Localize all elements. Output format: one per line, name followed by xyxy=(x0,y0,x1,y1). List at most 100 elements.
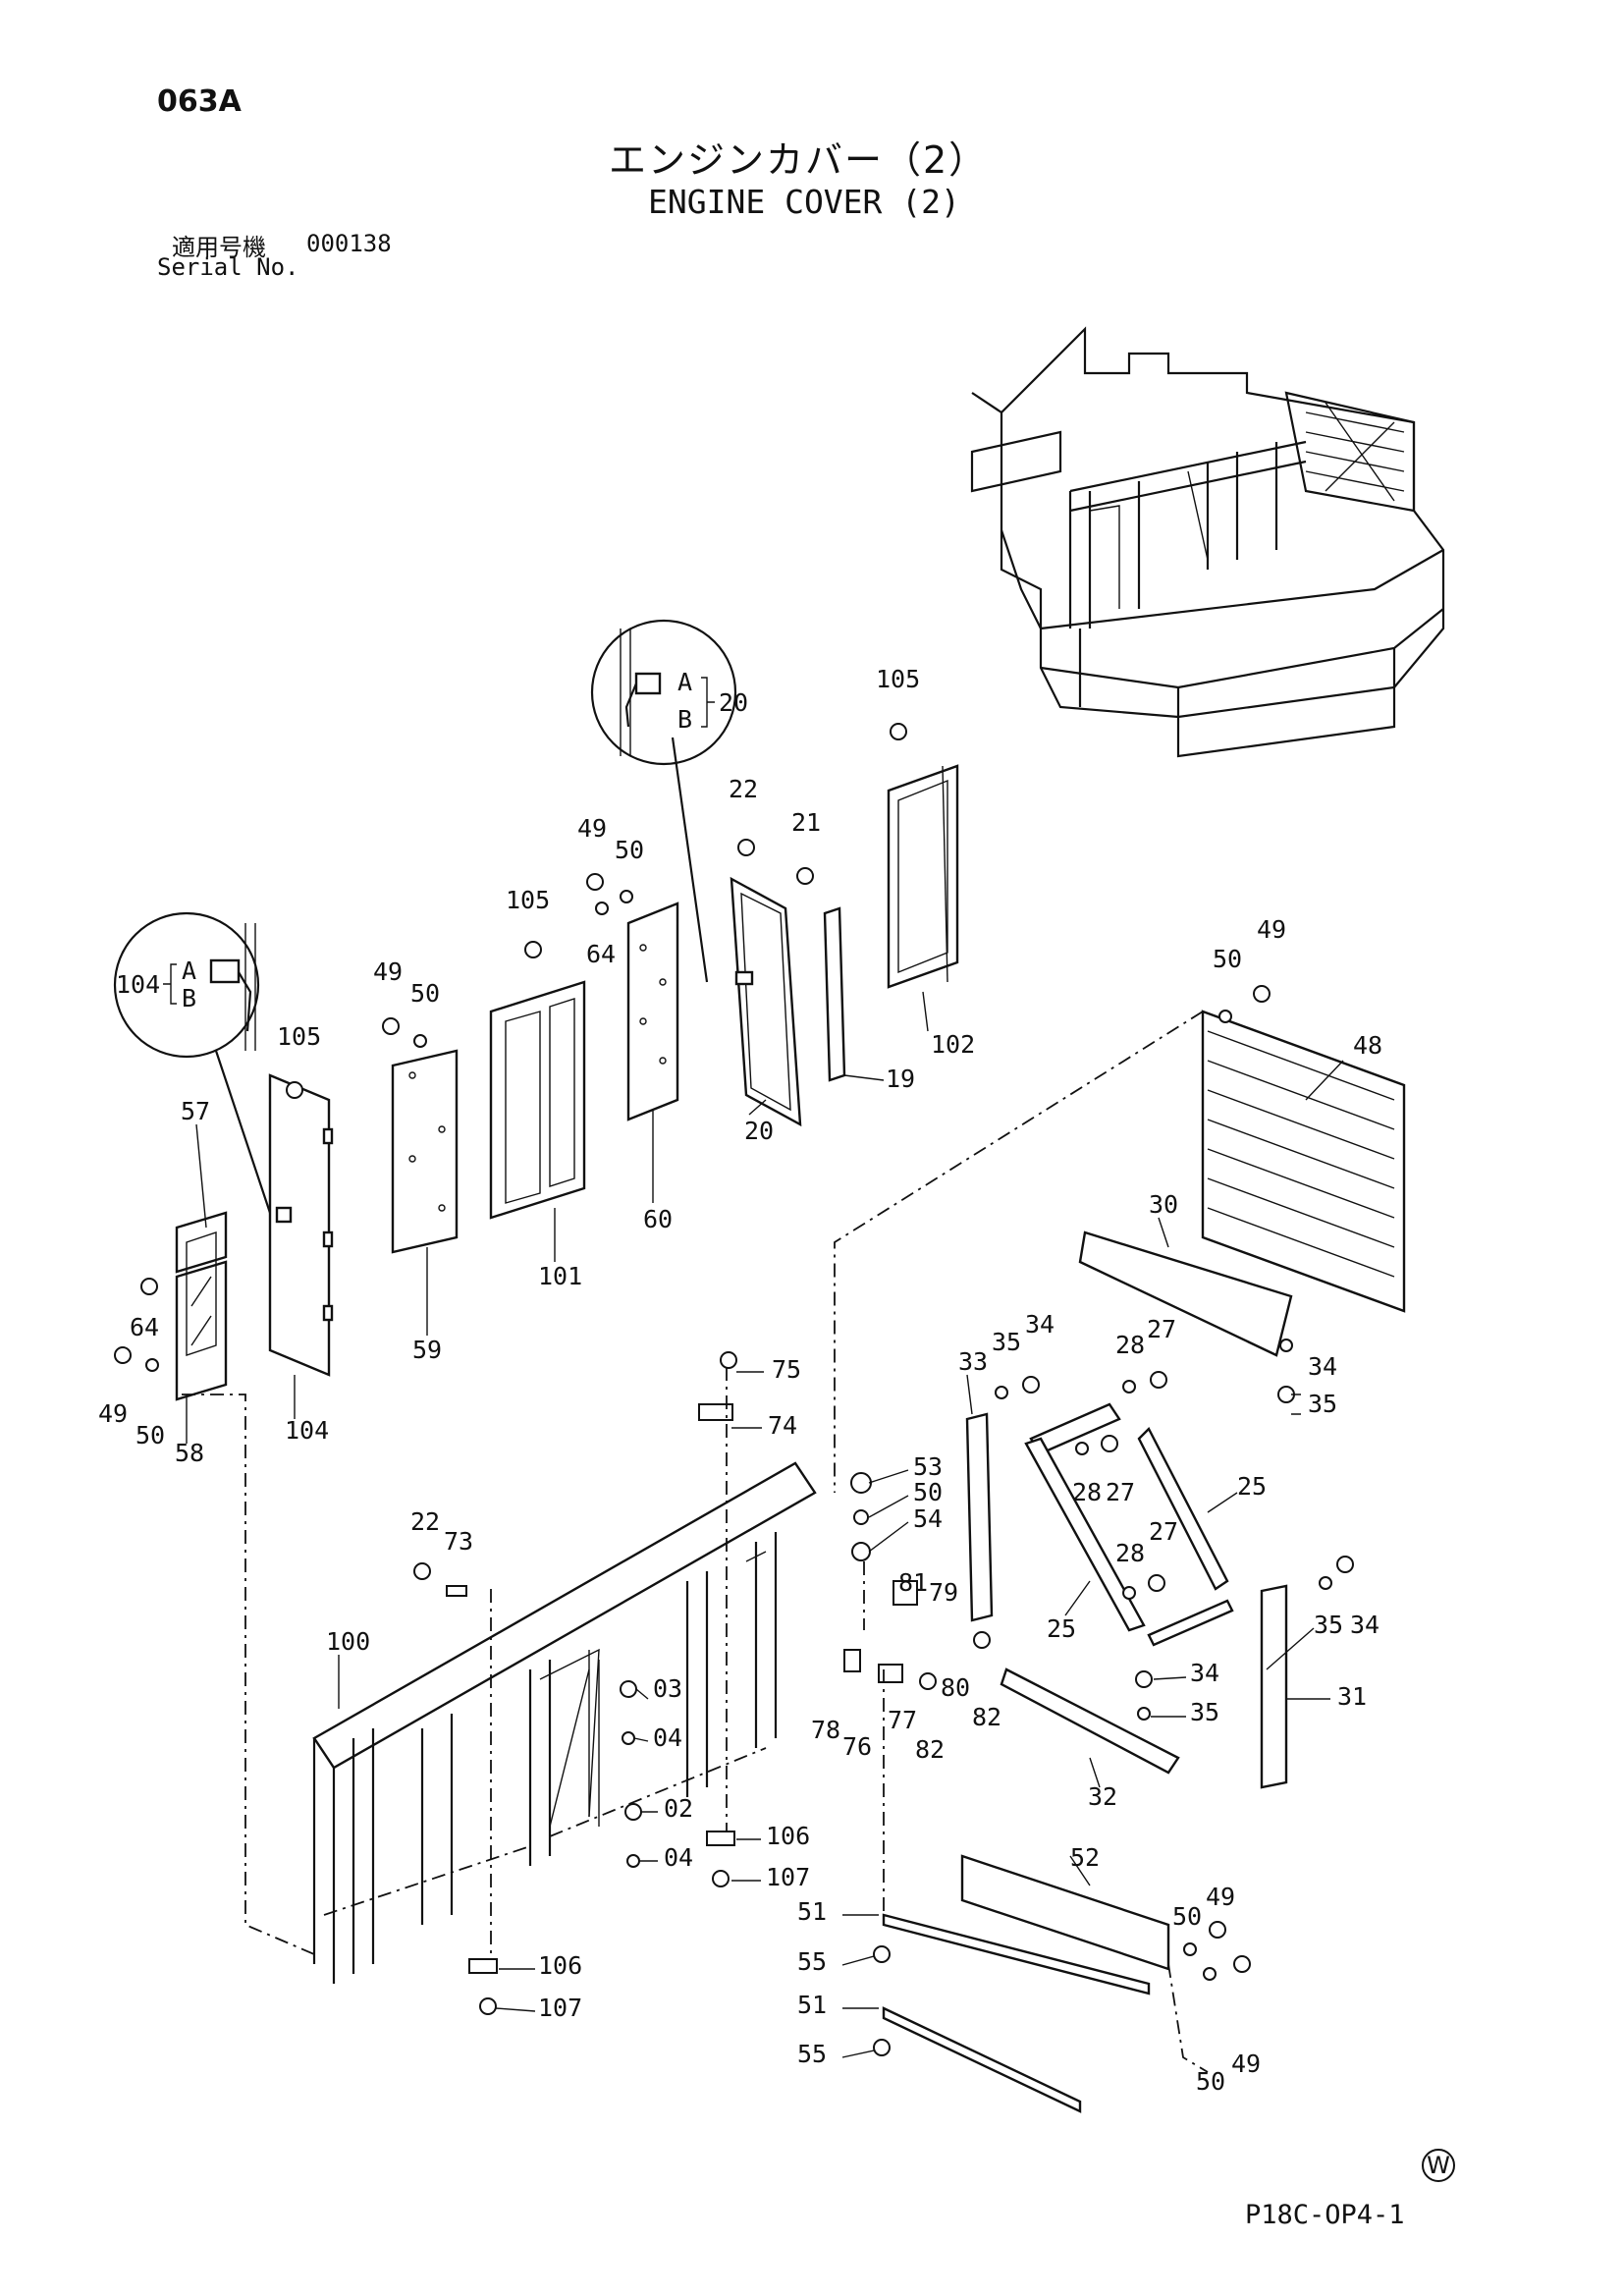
callout-49: 49 xyxy=(577,814,607,843)
callout-75: 75 xyxy=(772,1355,801,1384)
callout-78: 78 xyxy=(811,1716,840,1744)
callout-49: 49 xyxy=(1231,2050,1261,2078)
callout-20-detail: 20 xyxy=(719,688,748,717)
bracket-31 xyxy=(1260,1584,1288,1789)
panel-59 xyxy=(391,1049,459,1254)
callout-80: 80 xyxy=(941,1673,970,1702)
callout-64: 64 xyxy=(130,1313,159,1341)
callout-50: 50 xyxy=(1213,945,1242,973)
callout-50: 50 xyxy=(615,836,644,864)
panel-57-58 xyxy=(175,1211,228,1401)
callout-74: 74 xyxy=(768,1411,797,1440)
callout-27: 27 xyxy=(1106,1478,1135,1506)
detail-label-b: B xyxy=(182,984,196,1012)
rail-32 xyxy=(1000,1667,1180,1775)
callout-55: 55 xyxy=(797,2040,827,2068)
callout-31: 31 xyxy=(1337,1682,1367,1711)
callout-28: 28 xyxy=(1072,1478,1102,1506)
detail-label-b: B xyxy=(677,705,692,734)
callout-49: 49 xyxy=(98,1399,128,1428)
bracket-30 xyxy=(1078,1230,1293,1357)
page-code: 063A xyxy=(157,84,242,119)
callout-27: 27 xyxy=(1149,1517,1178,1546)
callout-49: 49 xyxy=(1257,915,1286,944)
callout-04: 04 xyxy=(653,1723,682,1752)
callout-106: 106 xyxy=(766,1822,810,1850)
callout-35: 35 xyxy=(1308,1390,1337,1418)
callout-27: 27 xyxy=(1147,1315,1176,1343)
page-title-japanese: エンジンカバー（2） xyxy=(609,138,989,182)
callout-104-detail: 104 xyxy=(116,970,160,999)
callout-35: 35 xyxy=(992,1328,1021,1356)
callout-19: 19 xyxy=(886,1065,915,1093)
door-panel-104 xyxy=(268,1073,334,1377)
callout-28: 28 xyxy=(1115,1331,1145,1359)
callout-73: 73 xyxy=(444,1527,473,1556)
detail-view-item-20: A B 20 xyxy=(590,619,748,983)
callout-34: 34 xyxy=(1025,1310,1055,1339)
panel-60 xyxy=(626,902,679,1121)
callout-34: 34 xyxy=(1308,1352,1337,1381)
callout-50: 50 xyxy=(135,1421,165,1449)
callout-107: 107 xyxy=(766,1863,810,1891)
frame-panel-101 xyxy=(489,980,586,1220)
callout-82: 82 xyxy=(972,1703,1001,1731)
grille-48 xyxy=(1201,1010,1406,1313)
callout-34: 34 xyxy=(1190,1659,1219,1687)
callout-81: 81 xyxy=(898,1568,928,1597)
callout-77: 77 xyxy=(888,1706,917,1734)
rails-51 xyxy=(882,1913,1151,2113)
callout-50: 50 xyxy=(913,1478,943,1506)
callout-labels: 105 22 21 49 50 105 64 49 50 105 57 102 … xyxy=(98,665,1382,2096)
callout-35: 35 xyxy=(1314,1611,1343,1639)
frame-panel-102 xyxy=(887,764,959,989)
callout-21: 21 xyxy=(791,808,821,837)
callout-22: 22 xyxy=(729,775,758,803)
callout-49: 49 xyxy=(1206,1883,1235,1911)
callout-101: 101 xyxy=(538,1262,582,1290)
callout-104: 104 xyxy=(285,1416,329,1445)
leader-lines xyxy=(186,991,1344,2058)
callout-64: 64 xyxy=(586,940,616,968)
callout-60: 60 xyxy=(643,1205,673,1233)
machine-overview-illustration xyxy=(970,326,1445,758)
callout-04: 04 xyxy=(664,1843,693,1872)
callout-76: 76 xyxy=(842,1732,872,1761)
alignment-lines xyxy=(182,765,1209,2073)
callout-49: 49 xyxy=(373,957,403,986)
brace-bars-25 xyxy=(1024,1402,1234,1647)
callout-105: 105 xyxy=(277,1022,321,1051)
callout-55: 55 xyxy=(797,1947,827,1976)
callout-51: 51 xyxy=(797,1991,827,2019)
callout-51: 51 xyxy=(797,1897,827,1926)
door-panel-20 xyxy=(730,876,802,1127)
callout-53: 53 xyxy=(913,1452,943,1481)
main-frame-100 xyxy=(312,1461,817,1984)
bracket-33 xyxy=(965,1412,994,1622)
hardware-bolts-washers xyxy=(114,723,1354,2056)
callout-20: 20 xyxy=(744,1117,774,1145)
callout-34: 34 xyxy=(1350,1611,1380,1639)
callout-50: 50 xyxy=(410,979,440,1008)
watermark-symbol: W xyxy=(1422,2149,1455,2182)
callout-106: 106 xyxy=(538,1951,582,1980)
callout-22: 22 xyxy=(410,1507,440,1536)
callout-28: 28 xyxy=(1115,1539,1145,1567)
callout-30: 30 xyxy=(1149,1190,1178,1219)
callout-32: 32 xyxy=(1088,1782,1117,1811)
callout-58: 58 xyxy=(175,1439,204,1467)
bracket-19 xyxy=(823,906,846,1082)
callout-105: 105 xyxy=(876,665,920,693)
callout-02: 02 xyxy=(664,1794,693,1823)
callout-25: 25 xyxy=(1237,1472,1267,1501)
callout-57: 57 xyxy=(181,1097,210,1125)
callout-102: 102 xyxy=(931,1030,975,1059)
callout-48: 48 xyxy=(1353,1031,1382,1060)
page-title-english: ENGINE COVER (2) xyxy=(648,183,960,221)
callout-35: 35 xyxy=(1190,1698,1219,1726)
callout-100: 100 xyxy=(326,1627,370,1656)
detail-view-item-104: A B 104 xyxy=(113,911,272,1214)
callout-59: 59 xyxy=(412,1336,442,1364)
serial-label-japanese: 適用号機 xyxy=(172,234,266,261)
